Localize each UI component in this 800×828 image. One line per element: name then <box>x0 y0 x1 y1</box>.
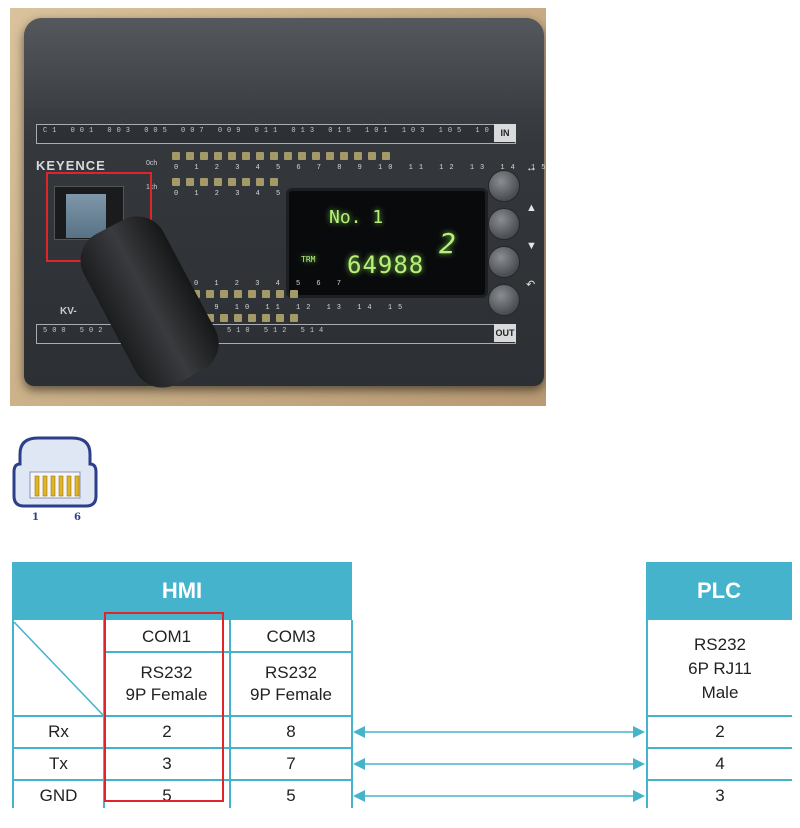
com3-rx-pin: 8 <box>286 722 296 741</box>
arrow-up-icon: ▲ <box>526 202 537 214</box>
grid-line <box>12 715 353 717</box>
setting-icon: ↔ <box>526 162 537 174</box>
plc-rx-pin: 2 <box>715 722 725 741</box>
com3-label: COM3 <box>266 626 316 646</box>
model-label: KV- <box>60 306 77 317</box>
led-row-0ch <box>172 152 390 160</box>
com1-type: RS232 9P Female <box>104 653 229 715</box>
com1-type-line1: RS232 <box>140 663 193 682</box>
com1-highlight-box <box>104 612 224 802</box>
ch1-numbers: 0 1 2 3 4 5 6 7 <box>174 190 328 198</box>
led-row-out-1 <box>192 290 298 298</box>
output-terminal-strip: 500 502 504 506 508 510 512 514 OUT <box>36 324 516 344</box>
grid-line <box>12 779 353 781</box>
plc-type-line1: RS232 <box>694 634 746 654</box>
connection-arrows <box>353 726 645 802</box>
grid-line <box>646 715 792 717</box>
out-numbers-2: 8 9 10 11 12 13 14 15 <box>194 304 409 312</box>
com3-type-line1: RS232 <box>265 663 317 682</box>
com1-gnd-pin: 5 <box>162 786 172 805</box>
ch0-numbers: 0 1 2 3 4 5 6 7 8 9 10 11 12 13 14 15 <box>174 164 546 172</box>
lcd-display: No. 1 2 TRM 64988 <box>286 188 488 298</box>
rj11-plug <box>66 194 106 238</box>
grid-line <box>229 620 231 808</box>
return-icon: ↶ <box>526 279 536 291</box>
grid-line <box>351 620 353 808</box>
signal-tx: Tx <box>49 754 68 773</box>
plc-type-line2: 6P RJ11 <box>688 658 752 678</box>
out-tag: OUT <box>494 324 516 342</box>
com1-tx-pin: 3 <box>162 754 172 773</box>
brand-label: KEYENCE <box>36 158 106 173</box>
plc-button-1[interactable] <box>488 170 520 202</box>
out-numbers-1: 0 1 2 3 4 5 6 7 <box>194 280 348 288</box>
plc-top-cover <box>24 18 544 108</box>
plc-button-down[interactable] <box>488 246 520 278</box>
com3-type: RS232 9P Female <box>231 653 351 715</box>
input-terminal-strip: C1 001 003 005 007 009 011 013 015 101 1… <box>36 124 516 144</box>
signal-rx: Rx <box>48 722 69 741</box>
rj11-connector-icon: 1 6 <box>12 436 98 523</box>
plc-photo: C1 001 003 005 007 009 011 013 015 101 1… <box>10 8 546 406</box>
lcd-line1: No. 1 <box>329 207 384 228</box>
plc-button-return[interactable] <box>488 284 520 316</box>
hmi-header: HMI <box>12 562 352 620</box>
grid-line <box>12 747 353 749</box>
grid-line <box>646 747 792 749</box>
com1-label: COM1 <box>141 626 192 646</box>
com1-rx-pin: 2 <box>162 722 172 741</box>
lcd-trm: TRM <box>301 255 316 264</box>
grid-line <box>646 620 648 808</box>
grid-line <box>103 651 353 653</box>
com3-gnd-pin: 5 <box>286 786 296 805</box>
com3-type-line2: 9P Female <box>250 685 332 704</box>
plc-button-up[interactable] <box>488 208 520 240</box>
com3-tx-pin: 7 <box>286 754 296 773</box>
plc-type-line3: Male <box>701 682 739 702</box>
plc-tx-pin: 4 <box>715 754 725 773</box>
plc-type: RS232 6P RJ11 Male <box>648 622 792 715</box>
plc-gnd-pin: 3 <box>715 786 725 805</box>
pin-end-label: 6 <box>74 512 81 523</box>
led-row-1ch <box>172 178 278 186</box>
plc-header: PLC <box>646 562 792 620</box>
grid-line <box>646 779 792 781</box>
signal-gnd: GND <box>39 786 78 805</box>
lcd-value: 64988 <box>347 251 425 279</box>
pin-start-label: 1 <box>32 512 39 523</box>
corner-diagonal <box>14 622 103 715</box>
com1-type-line2: 9P Female <box>125 685 208 704</box>
in-tag: IN <box>494 124 516 142</box>
ch0-label: 0ch <box>146 160 158 167</box>
lcd-line2: 2 <box>439 227 456 260</box>
grid-line <box>12 620 14 808</box>
input-terminal-labels: C1 001 003 005 007 009 011 013 015 101 1… <box>43 127 504 135</box>
arrow-down-icon: ▼ <box>526 240 537 252</box>
